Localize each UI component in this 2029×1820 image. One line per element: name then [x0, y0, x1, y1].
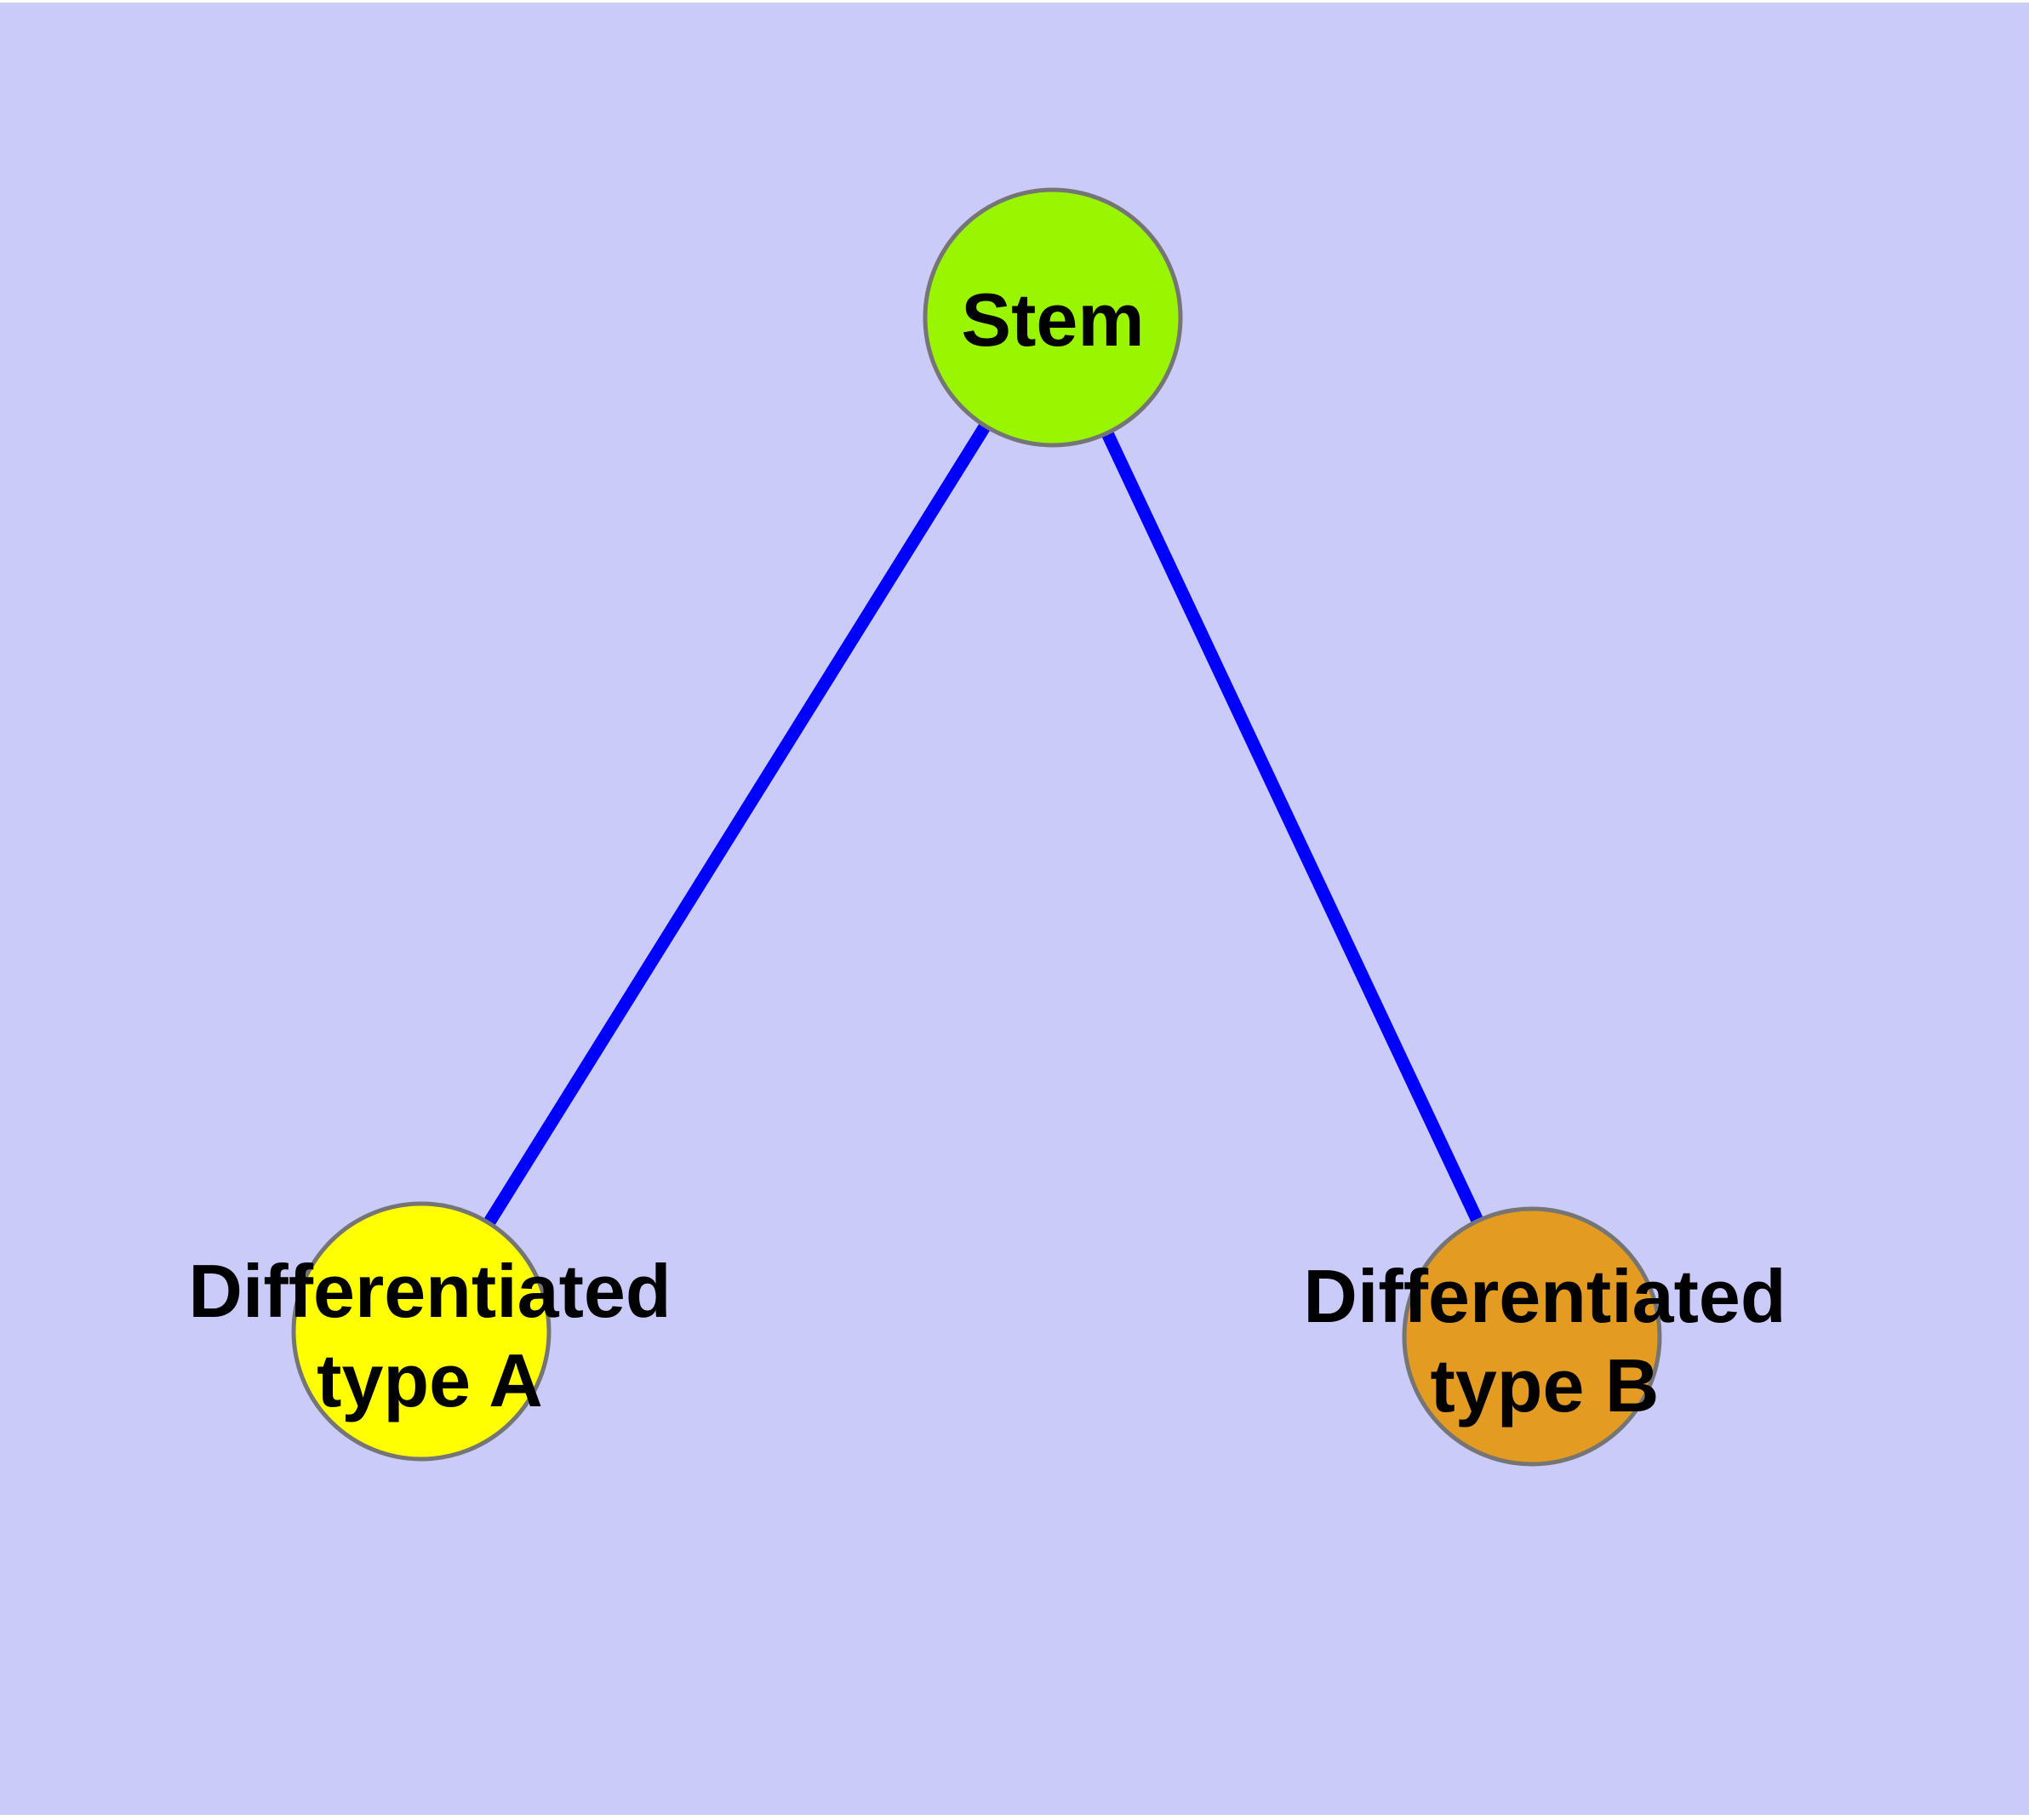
type-b-node-label-line1: Differentiated [1303, 1254, 1786, 1338]
type-b-node-label-line2: type B [1431, 1343, 1660, 1428]
type-b-node [1402, 1206, 1662, 1467]
type-a-node-label-line2: type A [317, 1338, 543, 1422]
type-a-node-label-line1: Differentiated [188, 1249, 671, 1333]
edge-stem-to-type-b [1047, 314, 1538, 1340]
edge-stem-to-type-a [415, 314, 1059, 1335]
stem-node-label: Stem [961, 278, 1144, 362]
type-a-node [291, 1201, 552, 1462]
stem-node [923, 187, 1183, 448]
